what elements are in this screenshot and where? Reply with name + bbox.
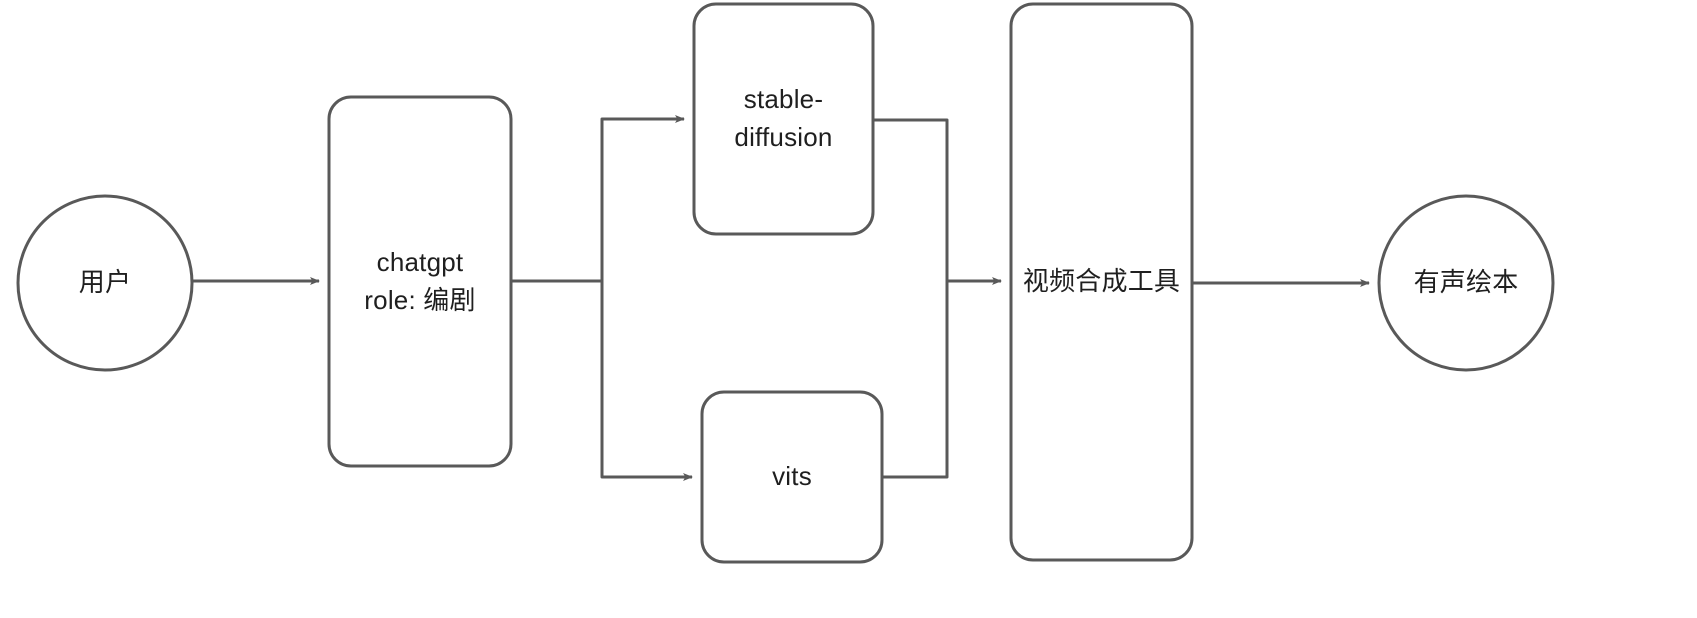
node-vits-shape[interactable] — [700, 390, 884, 564]
edge-chatgpt-to-vits — [600, 281, 693, 481]
node-audio-picture-book-shape[interactable] — [1377, 194, 1555, 372]
node-stable-diffusion-shape[interactable] — [692, 2, 875, 236]
node-chatgpt-shape[interactable] — [327, 95, 513, 468]
node-user-shape[interactable] — [16, 194, 194, 372]
edge-chatgpt-to-stable-diffusion — [600, 115, 685, 281]
edge-vits-to-video-compose-tool — [882, 281, 949, 479]
node-video-compose-tool-shape[interactable] — [1009, 2, 1194, 562]
edge-stable-diffusion-to-video-compose-tool — [873, 118, 949, 281]
